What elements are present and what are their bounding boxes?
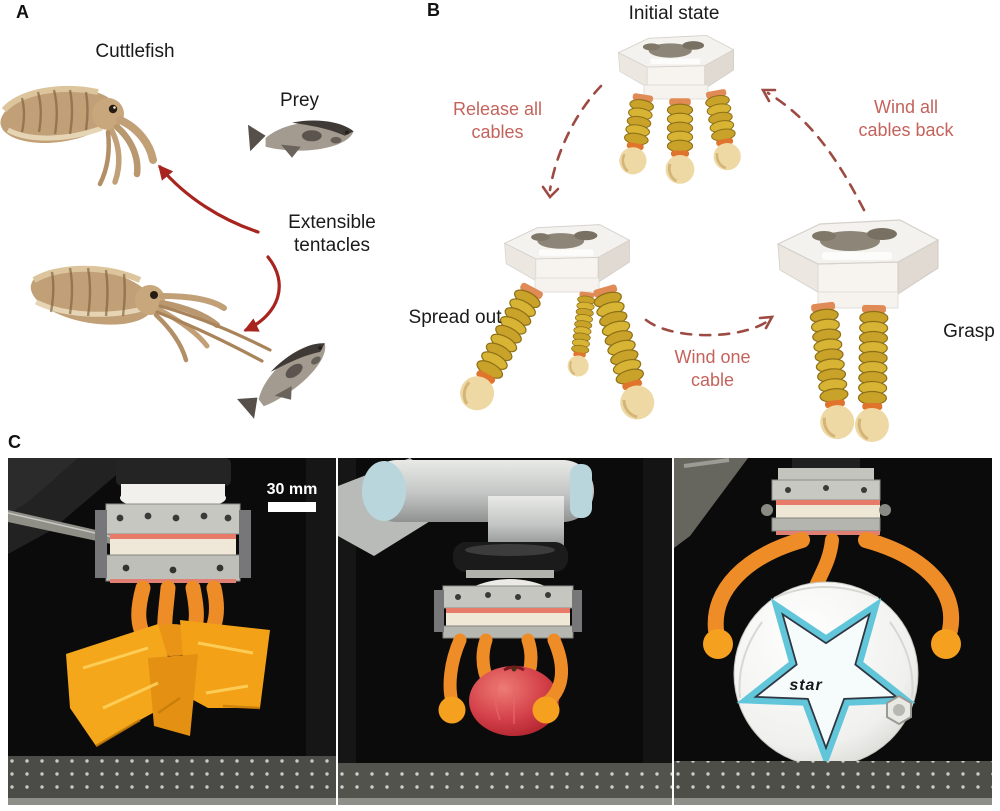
extensible-tentacles-label: Extensible tentacles: [288, 212, 376, 257]
panel-b-label: B: [427, 0, 440, 20]
annotation-arrows: [158, 164, 281, 332]
gripper-assembly: [761, 458, 891, 535]
wind-all-cables-back-label: Wind all cables back: [858, 97, 954, 140]
tentacle-strand-2: [155, 310, 264, 363]
robot-arm: [338, 458, 594, 588]
plastic-bag: [66, 620, 270, 748]
spread-out-label: Spread out: [408, 307, 502, 328]
photo-ball-grasp: star: [674, 458, 992, 805]
optical-table: [8, 756, 336, 798]
background-arm: [674, 458, 748, 548]
ball-star-pattern: [736, 597, 916, 769]
figure-art: [0, 34, 939, 444]
tentacle-tip-right: [532, 696, 560, 724]
arc-windback-arrowhead: [760, 88, 777, 103]
gasket-stripe: [776, 500, 880, 505]
cuttlefish-bottom-illustration: [30, 265, 341, 426]
panel-a-label: A: [16, 2, 29, 22]
photo-bag-grasp: 30 mm: [8, 458, 336, 805]
gripper-spread-out: [452, 224, 660, 425]
cycle-arrows: [541, 84, 866, 337]
gasket-stripe: [446, 608, 570, 613]
gripper-grasp: [777, 219, 939, 444]
ball-brand-text: star: [789, 677, 822, 694]
scale-bar: 30 mm: [267, 481, 318, 512]
arrow-to-extended-tentacles: [243, 255, 281, 332]
gasket-stripe: [110, 534, 236, 539]
scale-bar-label: 30 mm: [267, 481, 318, 498]
prey-label: Prey: [279, 90, 320, 111]
photo-apple-grasp: [338, 458, 672, 805]
tentacle-tip-right: [931, 629, 961, 659]
panel-c-label: C: [8, 432, 21, 452]
soccer-ball: star: [733, 581, 919, 769]
cuttlefish-label: Cuttlefish: [95, 41, 175, 62]
initial-state-label: Initial state: [628, 3, 720, 24]
gripper-assembly: [434, 585, 582, 639]
tentacle-tip-left: [703, 629, 733, 659]
cuttlefish-top-illustration: [0, 85, 157, 187]
release-all-cables-label: Release all cables: [452, 99, 543, 142]
tentacle-strand-1: [158, 304, 272, 352]
wind-one-cable-label: Wind one cable: [674, 347, 751, 390]
optical-table: [674, 761, 992, 805]
tentacle-tip-left: [438, 696, 466, 724]
arc-wind-one-cable: [644, 318, 770, 337]
gripper-initial-state: [616, 34, 745, 186]
grasp-label: Grasp: [943, 321, 995, 342]
joint-cap-blue: [362, 461, 406, 521]
arc-release-arrowhead: [541, 185, 560, 200]
arrow-to-retracted-tentacles: [158, 164, 260, 234]
arc-wind-all-cables-back: [766, 91, 866, 212]
arc-windone-arrowhead: [758, 315, 775, 330]
gripper-assembly: [95, 458, 251, 583]
prey-illustration: [248, 120, 354, 158]
arc-release-all-cables: [548, 84, 603, 192]
captured-prey-illustration: [234, 334, 341, 426]
